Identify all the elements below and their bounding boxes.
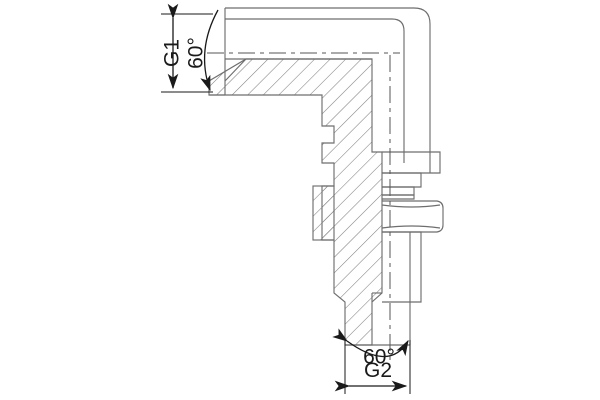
dimension-label-g2: G2 [364, 359, 392, 382]
dimension-g2: G2 [334, 340, 411, 394]
angle-callout-g2: 60° [332, 328, 409, 369]
section-hatching [208, 58, 383, 346]
dimension-g1: G1 [161, 3, 213, 93]
horizontal-cone-taper [224, 58, 247, 82]
angle-label-g2: 60° [363, 346, 395, 369]
part-geometry [208, 7, 444, 346]
angle-label-g1: 60° [185, 37, 208, 69]
stem-stepped-profile [381, 151, 444, 303]
elbow-outer-contour [225, 7, 431, 152]
elbow-inner-contour [225, 18, 405, 152]
dimension-label-g1: G1 [161, 39, 184, 67]
angle-callout-g1: 60° [185, 9, 219, 92]
centerlines [207, 52, 400, 360]
stem-wrench-collar-section [312, 185, 335, 241]
